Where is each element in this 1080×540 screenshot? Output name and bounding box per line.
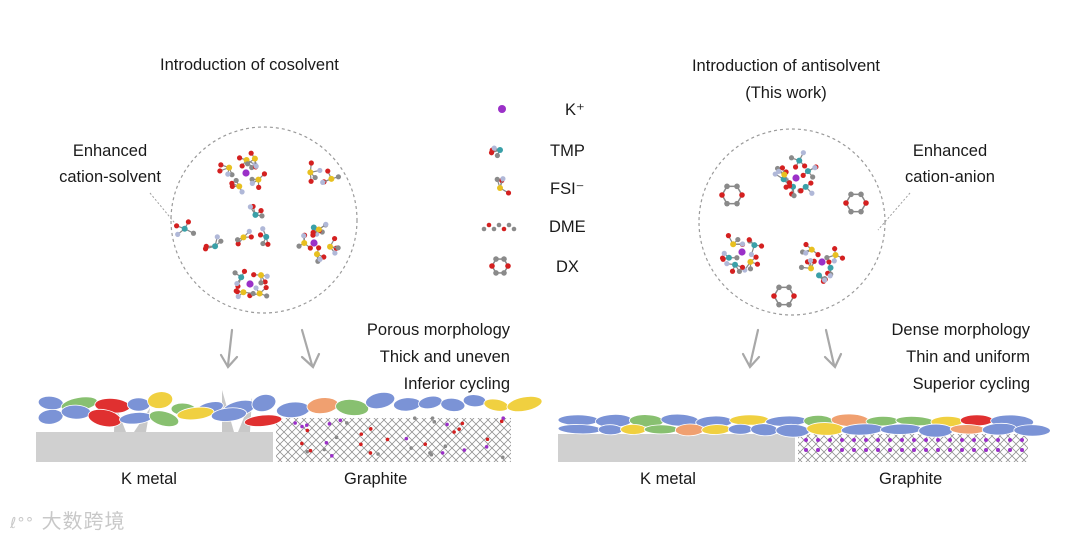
right-solvation-circle — [698, 128, 886, 316]
dme-molecule-icon — [481, 222, 517, 232]
legend-label-dx: DX — [556, 258, 579, 276]
fsi-anion-icon — [494, 176, 512, 196]
right-callout-leader — [877, 192, 911, 231]
left-solvation-clusters — [173, 150, 342, 300]
right-graphite-label: Graphite — [879, 470, 943, 488]
right-intercalated-k — [804, 438, 1024, 452]
left-callout-line2: cation-solvent — [59, 168, 161, 186]
right-solvation-clusters — [719, 150, 869, 308]
tmp-molecule-icon — [488, 145, 503, 159]
left-k-metal-substrate — [36, 432, 273, 462]
legend-label-k: K⁺ — [565, 101, 585, 119]
left-feature-2: Thick and uneven — [379, 348, 510, 366]
right-k-metal-label: K metal — [640, 470, 696, 488]
right-callout-line2: cation-anion — [905, 168, 995, 186]
right-callout-line1: Enhanced — [912, 142, 988, 160]
right-title: Introduction of antisolvent — [691, 57, 881, 75]
watermark: ℓ°° 大数跨境 — [10, 509, 126, 533]
right-feature-1: Dense morphology — [891, 321, 1031, 339]
right-graphite-substrate — [798, 434, 1028, 462]
right-k-metal-substrate — [558, 434, 795, 462]
left-callout-leader — [149, 192, 179, 228]
dx-molecule-icon — [489, 256, 511, 276]
left-sei-layer — [37, 391, 543, 460]
left-feature-1: Porous morphology — [366, 321, 510, 339]
left-graphite-substrate — [276, 418, 511, 462]
left-callout-line1: Enhanced — [72, 142, 148, 160]
legend-label-dme: DME — [549, 218, 586, 236]
right-subtitle: (This work) — [745, 84, 827, 102]
legend-label-fsi: FSI⁻ — [550, 180, 585, 198]
right-feature-3: Superior cycling — [912, 375, 1030, 393]
k-ion-icon — [498, 105, 506, 113]
left-title: Introduction of cosolvent — [160, 56, 339, 74]
left-feature-3: Inferior cycling — [403, 375, 510, 393]
right-feature-2: Thin and uniform — [906, 348, 1030, 366]
right-sei-layer — [557, 413, 1051, 438]
legend-label-tmp: TMP — [550, 142, 585, 160]
arrows — [219, 328, 843, 369]
left-graphite-label: Graphite — [344, 470, 408, 488]
left-solvation-circle — [170, 126, 358, 314]
left-k-metal-label: K metal — [121, 470, 177, 488]
